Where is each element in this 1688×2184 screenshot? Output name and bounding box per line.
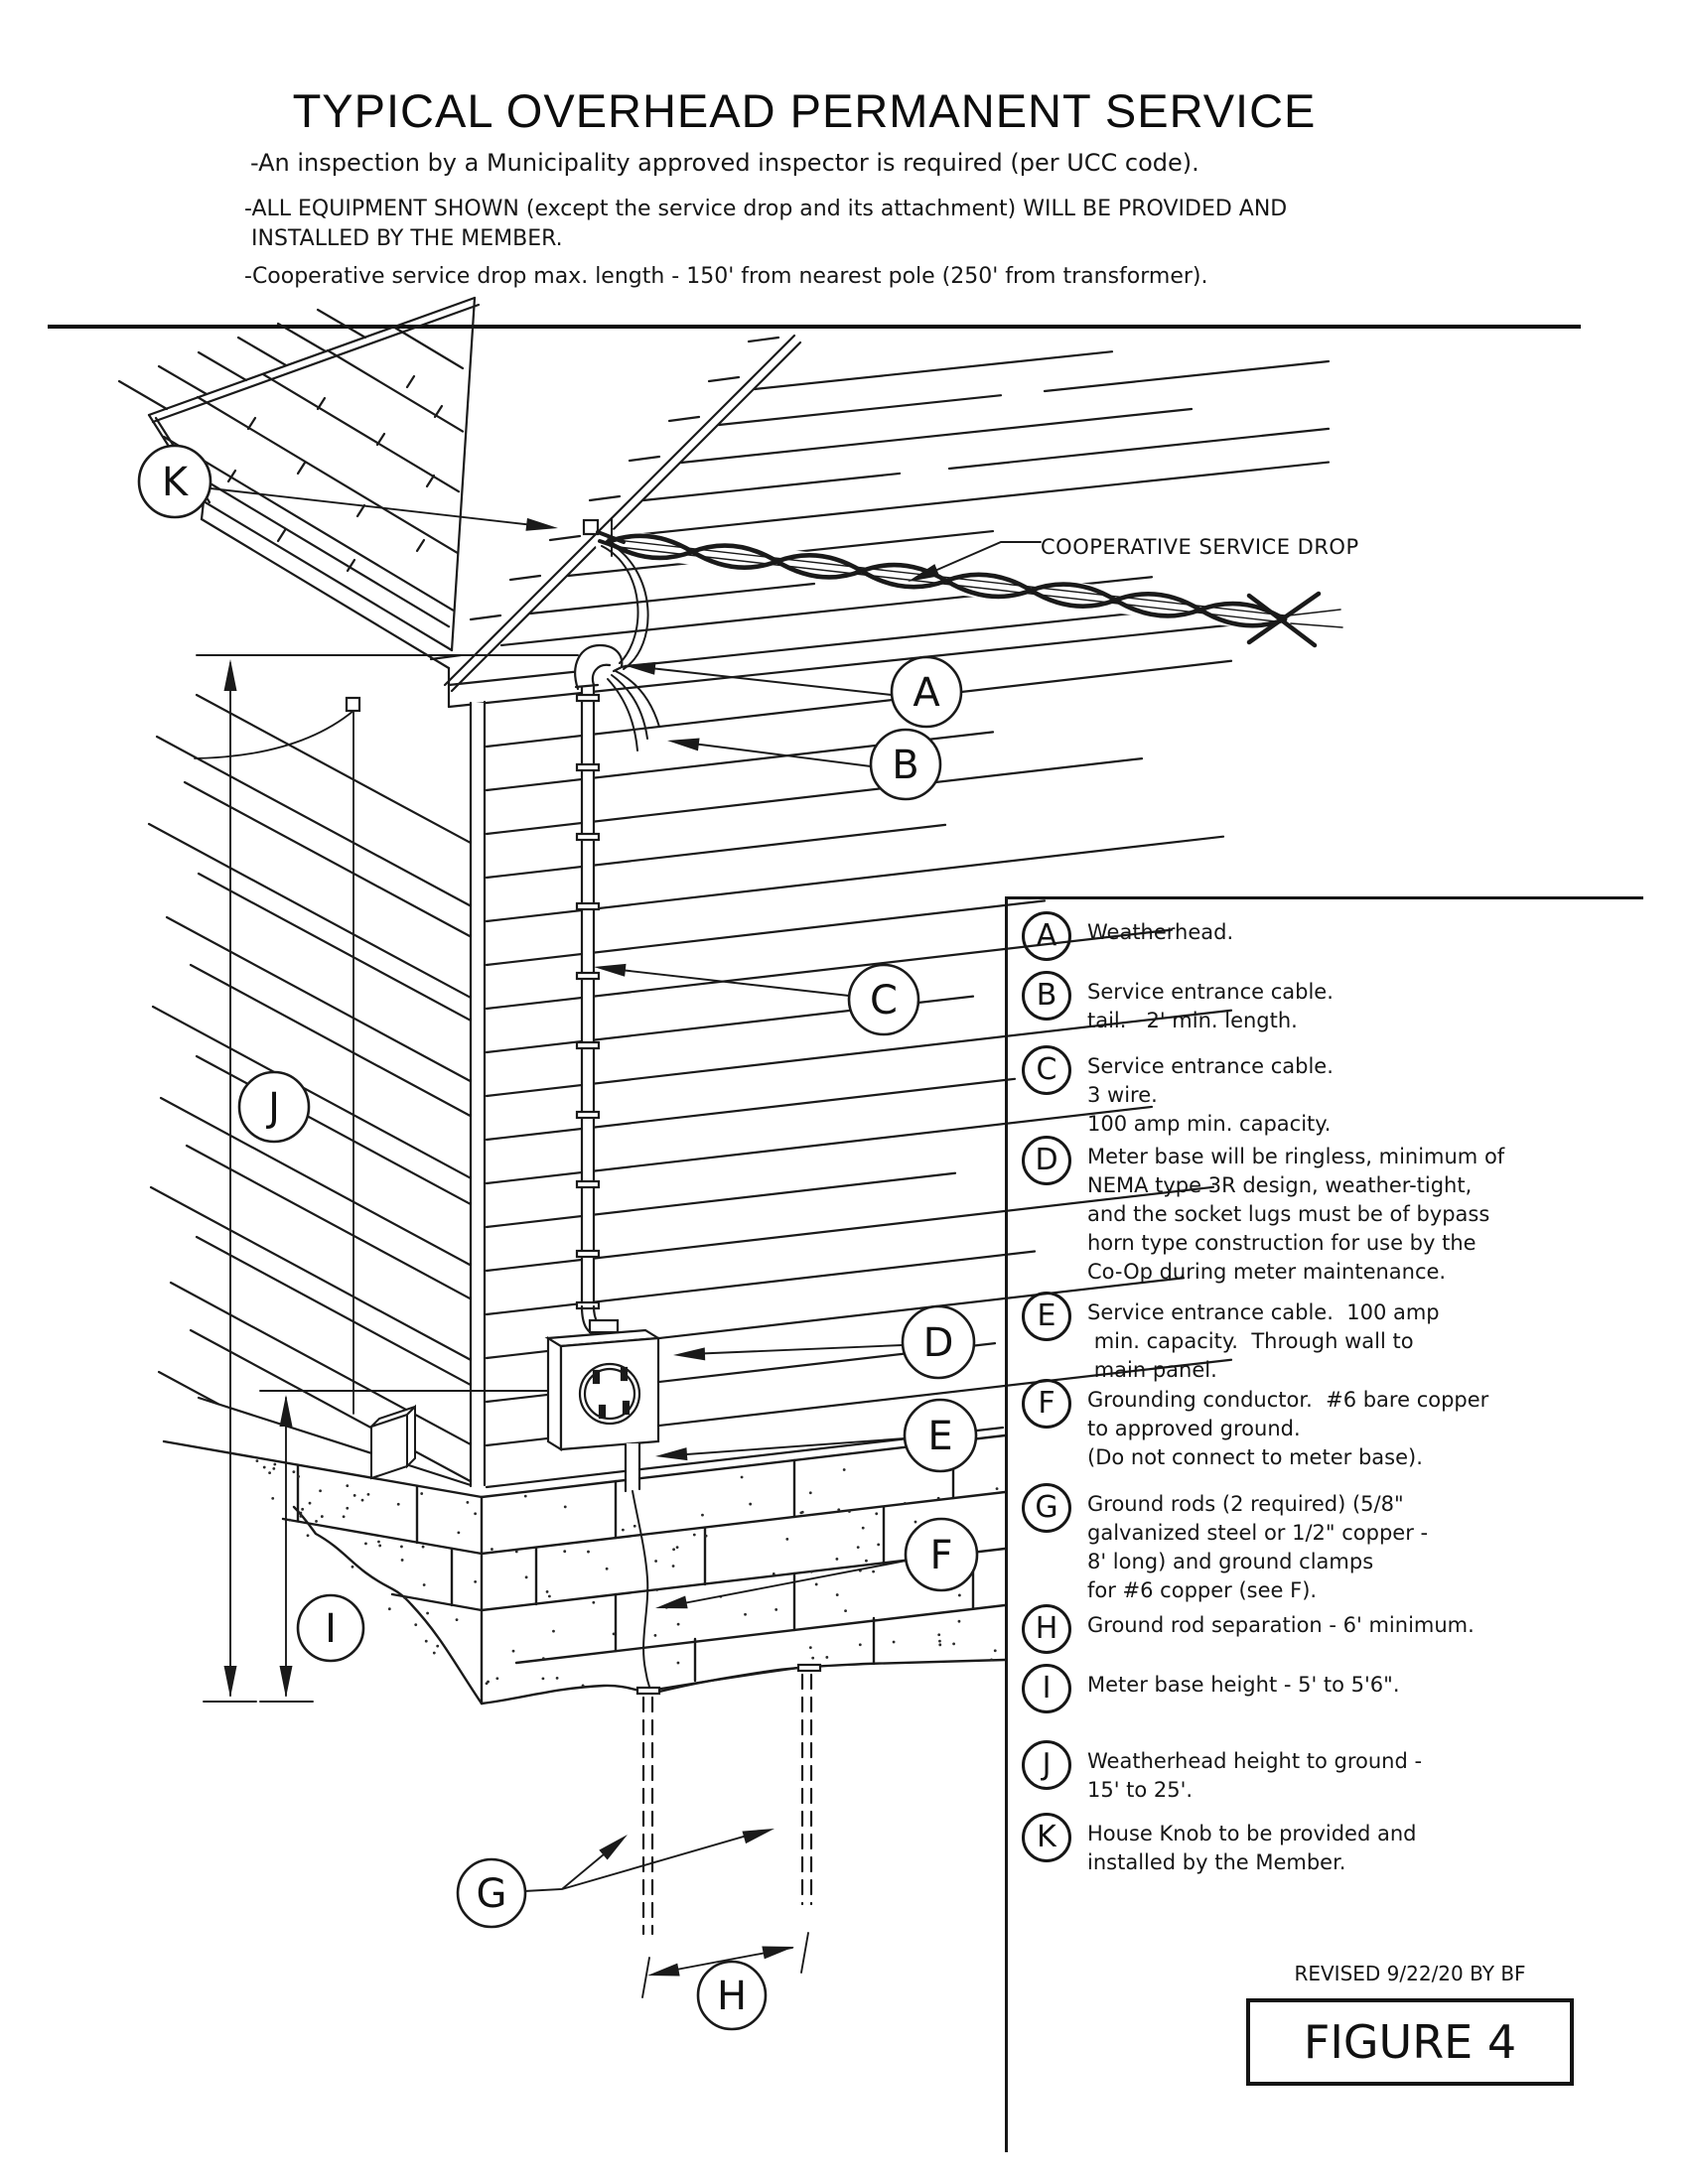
callout-a: A	[890, 655, 963, 729]
callout-c: C	[847, 963, 920, 1036]
header-divider	[48, 325, 1581, 329]
legend-item-circle: D	[1022, 1136, 1071, 1185]
leader-e	[672, 1437, 906, 1456]
roof	[117, 296, 1331, 709]
weatherhead-icon	[574, 643, 624, 691]
legend-item-text: Weatherhead.	[1087, 920, 1234, 944]
svg-text:F: F	[929, 1533, 952, 1578]
svg-text:G: G	[477, 1871, 507, 1917]
svg-text:I: I	[325, 1606, 337, 1652]
leader-d	[688, 1344, 904, 1355]
callout-j: J	[237, 1070, 311, 1144]
service-drop-label: COOPERATIVE SERVICE DROP	[1041, 535, 1359, 559]
callout-f: F	[904, 1517, 979, 1592]
svg-text:D: D	[923, 1320, 954, 1366]
legend-item-circle: E	[1022, 1292, 1071, 1341]
legend-item-text: Ground rod separation - 6' minimum.	[1087, 1613, 1475, 1637]
svg-text:H: H	[717, 1974, 747, 2019]
legend-item-text: Meter base height - 5' to 5'6".	[1087, 1673, 1400, 1697]
legend-item-text: Service entrance cable. 3 wire. 100 amp …	[1087, 1054, 1334, 1136]
dimension-j	[196, 654, 579, 1703]
meter-front	[559, 1336, 660, 1451]
legend-panel: A Weatherhead. B Service entrance cable. ta…	[1005, 896, 1643, 2152]
ground-rods	[635, 1663, 822, 1936]
callout-d: D	[901, 1304, 976, 1380]
grounding-conductor	[632, 1490, 652, 1695]
leader-f	[672, 1560, 908, 1606]
svg-text:K: K	[162, 460, 190, 505]
legend-item-circle: H	[1022, 1604, 1071, 1654]
grade-line	[292, 1505, 484, 1706]
legend-item-text: House Knob to be provided and installed …	[1087, 1822, 1417, 1874]
page-title: TYPICAL OVERHEAD PERMANENT SERVICE	[292, 84, 1317, 137]
legend-item-text: Ground rods (2 required) (5/8" galvanize…	[1087, 1492, 1429, 1602]
callout-k: K	[137, 444, 212, 519]
callout-i: I	[296, 1593, 365, 1663]
callouts: A B C D E F G H I J K	[137, 444, 979, 2031]
legend-item-circle: J	[1022, 1740, 1071, 1790]
dimension-i	[259, 1390, 549, 1703]
callout-e: E	[903, 1398, 978, 1473]
legend-item-circle: I	[1022, 1664, 1071, 1713]
svg-text:C: C	[870, 978, 898, 1024]
dimensions	[196, 654, 809, 1998]
legend-item-text: Service entrance cable. 100 amp min. cap…	[1087, 1300, 1440, 1382]
note-inspection: -An inspection by a Municipality approve…	[250, 149, 1199, 177]
wall-knob	[345, 696, 361, 713]
service-riser	[574, 541, 660, 1347]
leader-lines	[210, 487, 1042, 1977]
leader-k	[210, 487, 543, 527]
svg-text:B: B	[892, 743, 918, 788]
foundation	[162, 1404, 1007, 1706]
leader-c	[611, 968, 850, 997]
note-drop-length: -Cooperative service drop max. length - …	[244, 264, 1208, 289]
legend-item-circle: F	[1022, 1379, 1071, 1429]
service-cable-tails	[607, 670, 660, 751]
svg-text:J: J	[265, 1085, 280, 1131]
note-equipment: -ALL EQUIPMENT SHOWN (except the service…	[244, 197, 1288, 251]
legend-item-text: Weatherhead height to ground - 15' to 25…	[1087, 1749, 1423, 1802]
callout-g: G	[456, 1857, 527, 1929]
corner-board	[469, 700, 487, 1488]
conduit-clamps	[575, 693, 601, 1310]
figure-label: FIGURE 4	[1246, 1998, 1574, 2086]
leader-g	[523, 1831, 762, 1892]
entrance-and-ground-wire	[624, 1441, 652, 1695]
legend-item-circle: A	[1022, 911, 1071, 961]
svg-text:E: E	[927, 1414, 952, 1459]
legend-item-circle: K	[1022, 1813, 1071, 1862]
meter-socket	[578, 1362, 641, 1426]
revision-note: REVISED 9/22/20 BY BF	[1294, 1962, 1526, 1985]
left-gable-wall	[147, 693, 473, 1487]
legend-item-circle: G	[1022, 1483, 1071, 1533]
leader-drop-label	[922, 541, 1042, 577]
leader-a	[640, 666, 893, 696]
legend-item-text: Meter base will be ringless, minimum of …	[1087, 1145, 1505, 1284]
callout-b: B	[869, 728, 942, 801]
house-knob	[582, 518, 600, 536]
leader-b	[684, 742, 872, 767]
legend-item-text: Service entrance cable. tail. 2' min. le…	[1087, 980, 1334, 1032]
grade-line-right	[480, 1658, 1007, 1706]
aux-sag-wire	[194, 710, 354, 759]
rod-jumper	[653, 1666, 800, 1692]
legend-item-text: Grounding conductor. #6 bare copper to a…	[1087, 1388, 1489, 1469]
legend-item-circle: B	[1022, 971, 1071, 1021]
callout-h: H	[696, 1960, 768, 2031]
cooperative-service-drop	[582, 517, 1343, 648]
vent-box	[370, 1404, 416, 1480]
meter-base	[544, 1318, 662, 1451]
svg-text:A: A	[913, 670, 940, 716]
legend-item-circle: C	[1022, 1045, 1071, 1095]
